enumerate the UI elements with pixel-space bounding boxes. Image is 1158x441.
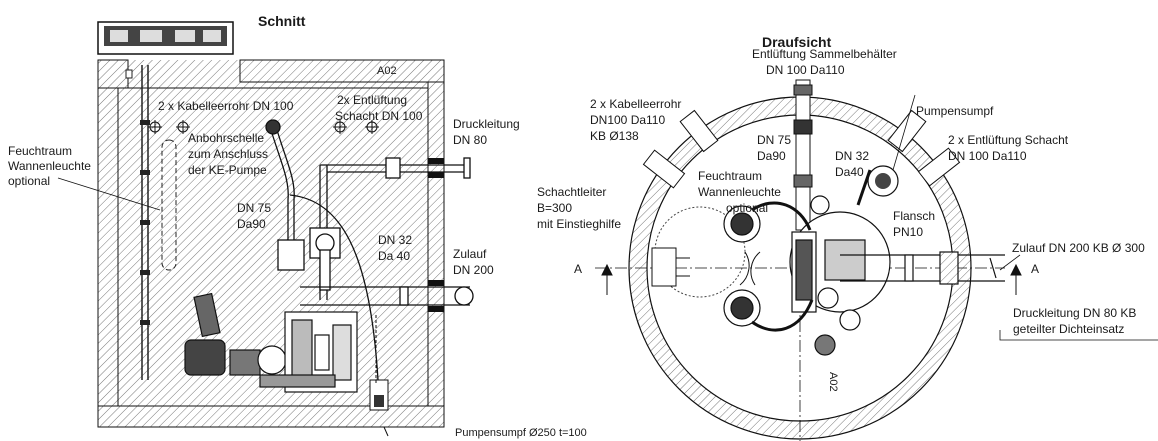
pump-sump-label: Pumpensumpf Ø250 t=100 bbox=[455, 427, 587, 439]
section-a-right-label: A bbox=[1031, 262, 1039, 276]
flange-label-2: PN10 bbox=[893, 225, 923, 239]
collector-vent-label-1: Entlüftung Sammelbehälter bbox=[752, 47, 897, 61]
dn75-label-2: Da90 bbox=[237, 217, 266, 231]
tapping-clamp-label-1: Anbohrschelle bbox=[188, 131, 264, 145]
dn32-plan-label-2: Da40 bbox=[835, 165, 864, 179]
wall-penetrations bbox=[428, 158, 444, 312]
cable-conduit-plan-label-1: 2 x Kabelleerrohr bbox=[590, 97, 681, 111]
pressure-line-plan-label-1: Druckleitung DN 80 KB bbox=[1013, 306, 1136, 320]
inflow-plan-label: Zulauf DN 200 KB Ø 300 bbox=[1012, 241, 1145, 255]
lamp-outline bbox=[161, 139, 177, 271]
shaft-ladder-label-1: Schachtleiter bbox=[537, 185, 606, 199]
leader-lines bbox=[57, 177, 161, 211]
a02-label: A02 bbox=[377, 65, 397, 77]
wet-room-plan-label-3: optional bbox=[726, 201, 768, 215]
wet-room-plan-label-2: Wannenleuchte bbox=[698, 185, 781, 199]
tapping-clamp-label-3: der KE-Pumpe bbox=[188, 163, 267, 177]
pressure-line-plan-label-2: geteilter Dichteinsatz bbox=[1013, 322, 1124, 336]
cable-conduit-label: 2 x Kabelleerrohr DN 100 bbox=[158, 99, 294, 113]
section-piping bbox=[265, 119, 474, 381]
vent-label-1: 2x Entlüftung bbox=[337, 93, 407, 107]
cable-conduit-symbols bbox=[148, 120, 379, 134]
tapping-clamp-label-2: zum Anschluss bbox=[188, 147, 268, 161]
pump-sump bbox=[369, 379, 389, 437]
inflow-label-2: DN 200 bbox=[453, 263, 494, 277]
manhole-cover bbox=[97, 21, 234, 55]
cable-conduit-plan-label-3: KB Ø138 bbox=[590, 129, 639, 143]
vent-label-2: Schacht DN 100 bbox=[335, 109, 423, 123]
wet-room-label-2: Wannenleuchte bbox=[8, 159, 91, 173]
section-view-title: Schnitt bbox=[258, 13, 306, 29]
shaft-ladder bbox=[125, 65, 150, 380]
wet-room-label-1: Feuchtraum bbox=[8, 144, 72, 158]
pressure-line-label-1: Druckleitung bbox=[453, 117, 520, 131]
plan-equipment bbox=[723, 195, 891, 356]
dn75-plan-label-1: DN 75 bbox=[757, 133, 791, 147]
section-arrows bbox=[601, 263, 1022, 295]
ladder-arc bbox=[739, 251, 750, 286]
dn32-label-1: DN 32 bbox=[378, 233, 412, 247]
wall-sleeves bbox=[642, 109, 961, 189]
flange-label-1: Flansch bbox=[893, 209, 935, 223]
plan-view-title: Draufsicht bbox=[762, 34, 832, 50]
plan-inflow-pipe bbox=[840, 251, 1005, 285]
cable-conduit-plan-label-2: DN100 Da110 bbox=[590, 113, 665, 127]
pressure-line-label-2: DN 80 bbox=[453, 133, 487, 147]
pump-sump-plan-label: Pumpensumpf bbox=[916, 104, 994, 118]
a02-plan-label: A02 bbox=[827, 372, 839, 392]
dn75-label-1: DN 75 bbox=[237, 201, 271, 215]
wet-room-plan-label-1: Feuchtraum bbox=[698, 169, 762, 183]
pumping-unit bbox=[184, 292, 358, 393]
wet-room-label-3: optional bbox=[8, 174, 50, 188]
plan-ladder bbox=[651, 247, 690, 287]
collector-vent-label-2: DN 100 Da110 bbox=[766, 63, 845, 77]
shaft-vent-label-1: 2 x Entlüftung Schacht bbox=[948, 133, 1069, 147]
section-view: Schnitt bbox=[8, 13, 587, 439]
section-a-left-label: A bbox=[574, 262, 582, 276]
dn32-label-2: Da 40 bbox=[378, 249, 410, 263]
shaft-ladder-label-2: B=300 bbox=[537, 201, 572, 215]
dn32-plan-label-1: DN 32 bbox=[835, 149, 869, 163]
inflow-label-1: Zulauf bbox=[453, 247, 487, 261]
plan-view: Draufsicht bbox=[537, 34, 1158, 441]
shaft-ladder-label-3: mit Einstieghilfe bbox=[537, 217, 621, 231]
shaft-vent-label-2: DN 100 Da110 bbox=[948, 149, 1027, 163]
dn75-plan-label-2: Da90 bbox=[757, 149, 786, 163]
plan-leader-lines bbox=[892, 94, 1158, 341]
collector-vent-pipe bbox=[793, 79, 813, 231]
